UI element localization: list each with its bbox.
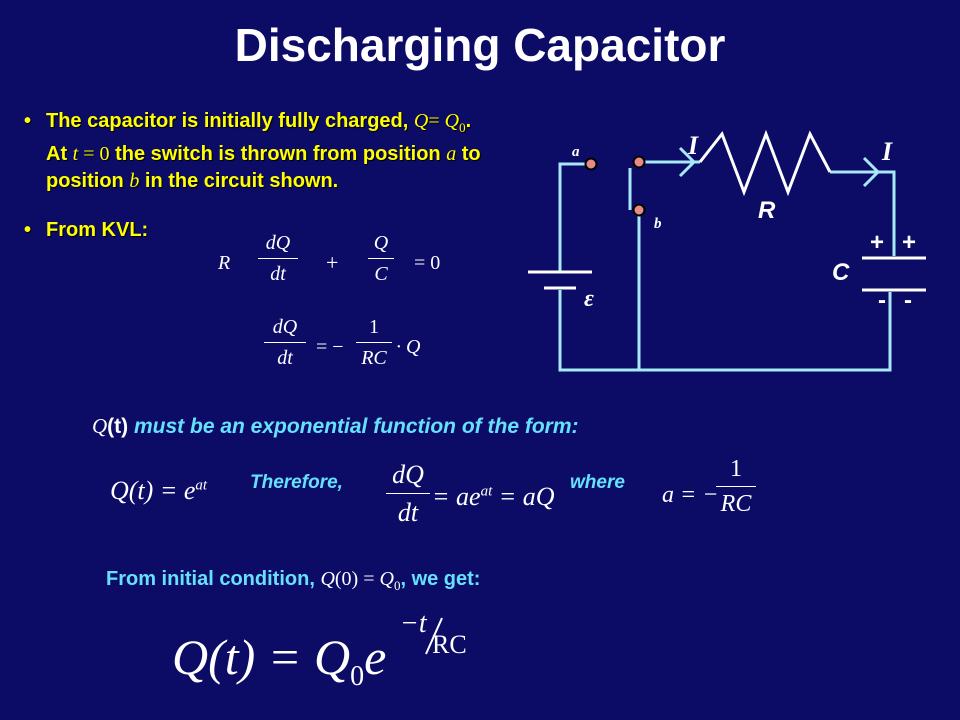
label-a: a	[572, 144, 580, 160]
eq1-plus: +	[326, 250, 339, 275]
label-current-2: I	[881, 137, 893, 166]
equation-exp-form: Q(t) = eat	[110, 476, 208, 505]
label-resistor: R	[758, 197, 776, 224]
bullet-kvl: From KVL:	[20, 217, 490, 244]
eq1-r: R	[218, 252, 231, 274]
circuit-wires	[558, 160, 896, 372]
final-lhs: Q(t) = Q0e	[172, 629, 387, 692]
terminal-b	[632, 203, 646, 217]
eq5-lhs: a = −	[662, 482, 719, 508]
slide-title: Discharging Capacitor	[234, 19, 726, 71]
initial-condition-line: From initial condition, Q(0) = Q0, we ge…	[106, 568, 481, 593]
final-sup-num: −t	[400, 608, 427, 639]
current-arrow-1	[678, 146, 697, 178]
label-plus-1: +	[870, 229, 884, 256]
exponential-form-line: Q(t) must be an exponential function of …	[92, 414, 579, 438]
label-minus-1: -	[878, 287, 886, 314]
label-current-1: I	[687, 131, 699, 160]
bullet-initial-condition: The capacitor is initially fully charged…	[20, 108, 490, 195]
final-sup-den: RC	[432, 630, 467, 659]
current-arrow-2	[862, 156, 881, 188]
terminal-switch-top	[632, 155, 646, 169]
label-b: b	[654, 216, 662, 232]
resistor-zigzag	[698, 129, 832, 197]
label-capacitor: C	[832, 259, 850, 286]
eq4-rhs: = aeat = aQ	[432, 482, 555, 511]
label-plus-2: +	[902, 229, 916, 256]
therefore-label: Therefore,	[250, 472, 343, 493]
eq2-tail: · Q	[396, 336, 421, 358]
bullet-list: The capacitor is initially fully charged…	[20, 108, 490, 244]
final-sup-slash	[425, 617, 443, 655]
label-emf: ε	[584, 286, 594, 312]
eq1-equals-zero: = 0	[414, 252, 441, 274]
where-label: where	[570, 472, 625, 493]
circuit-diagram: a b I I R C + + - - ε	[528, 129, 926, 372]
eq2-equals-minus: = −	[316, 336, 344, 358]
terminal-a	[584, 157, 598, 171]
label-minus-2: -	[904, 287, 912, 314]
